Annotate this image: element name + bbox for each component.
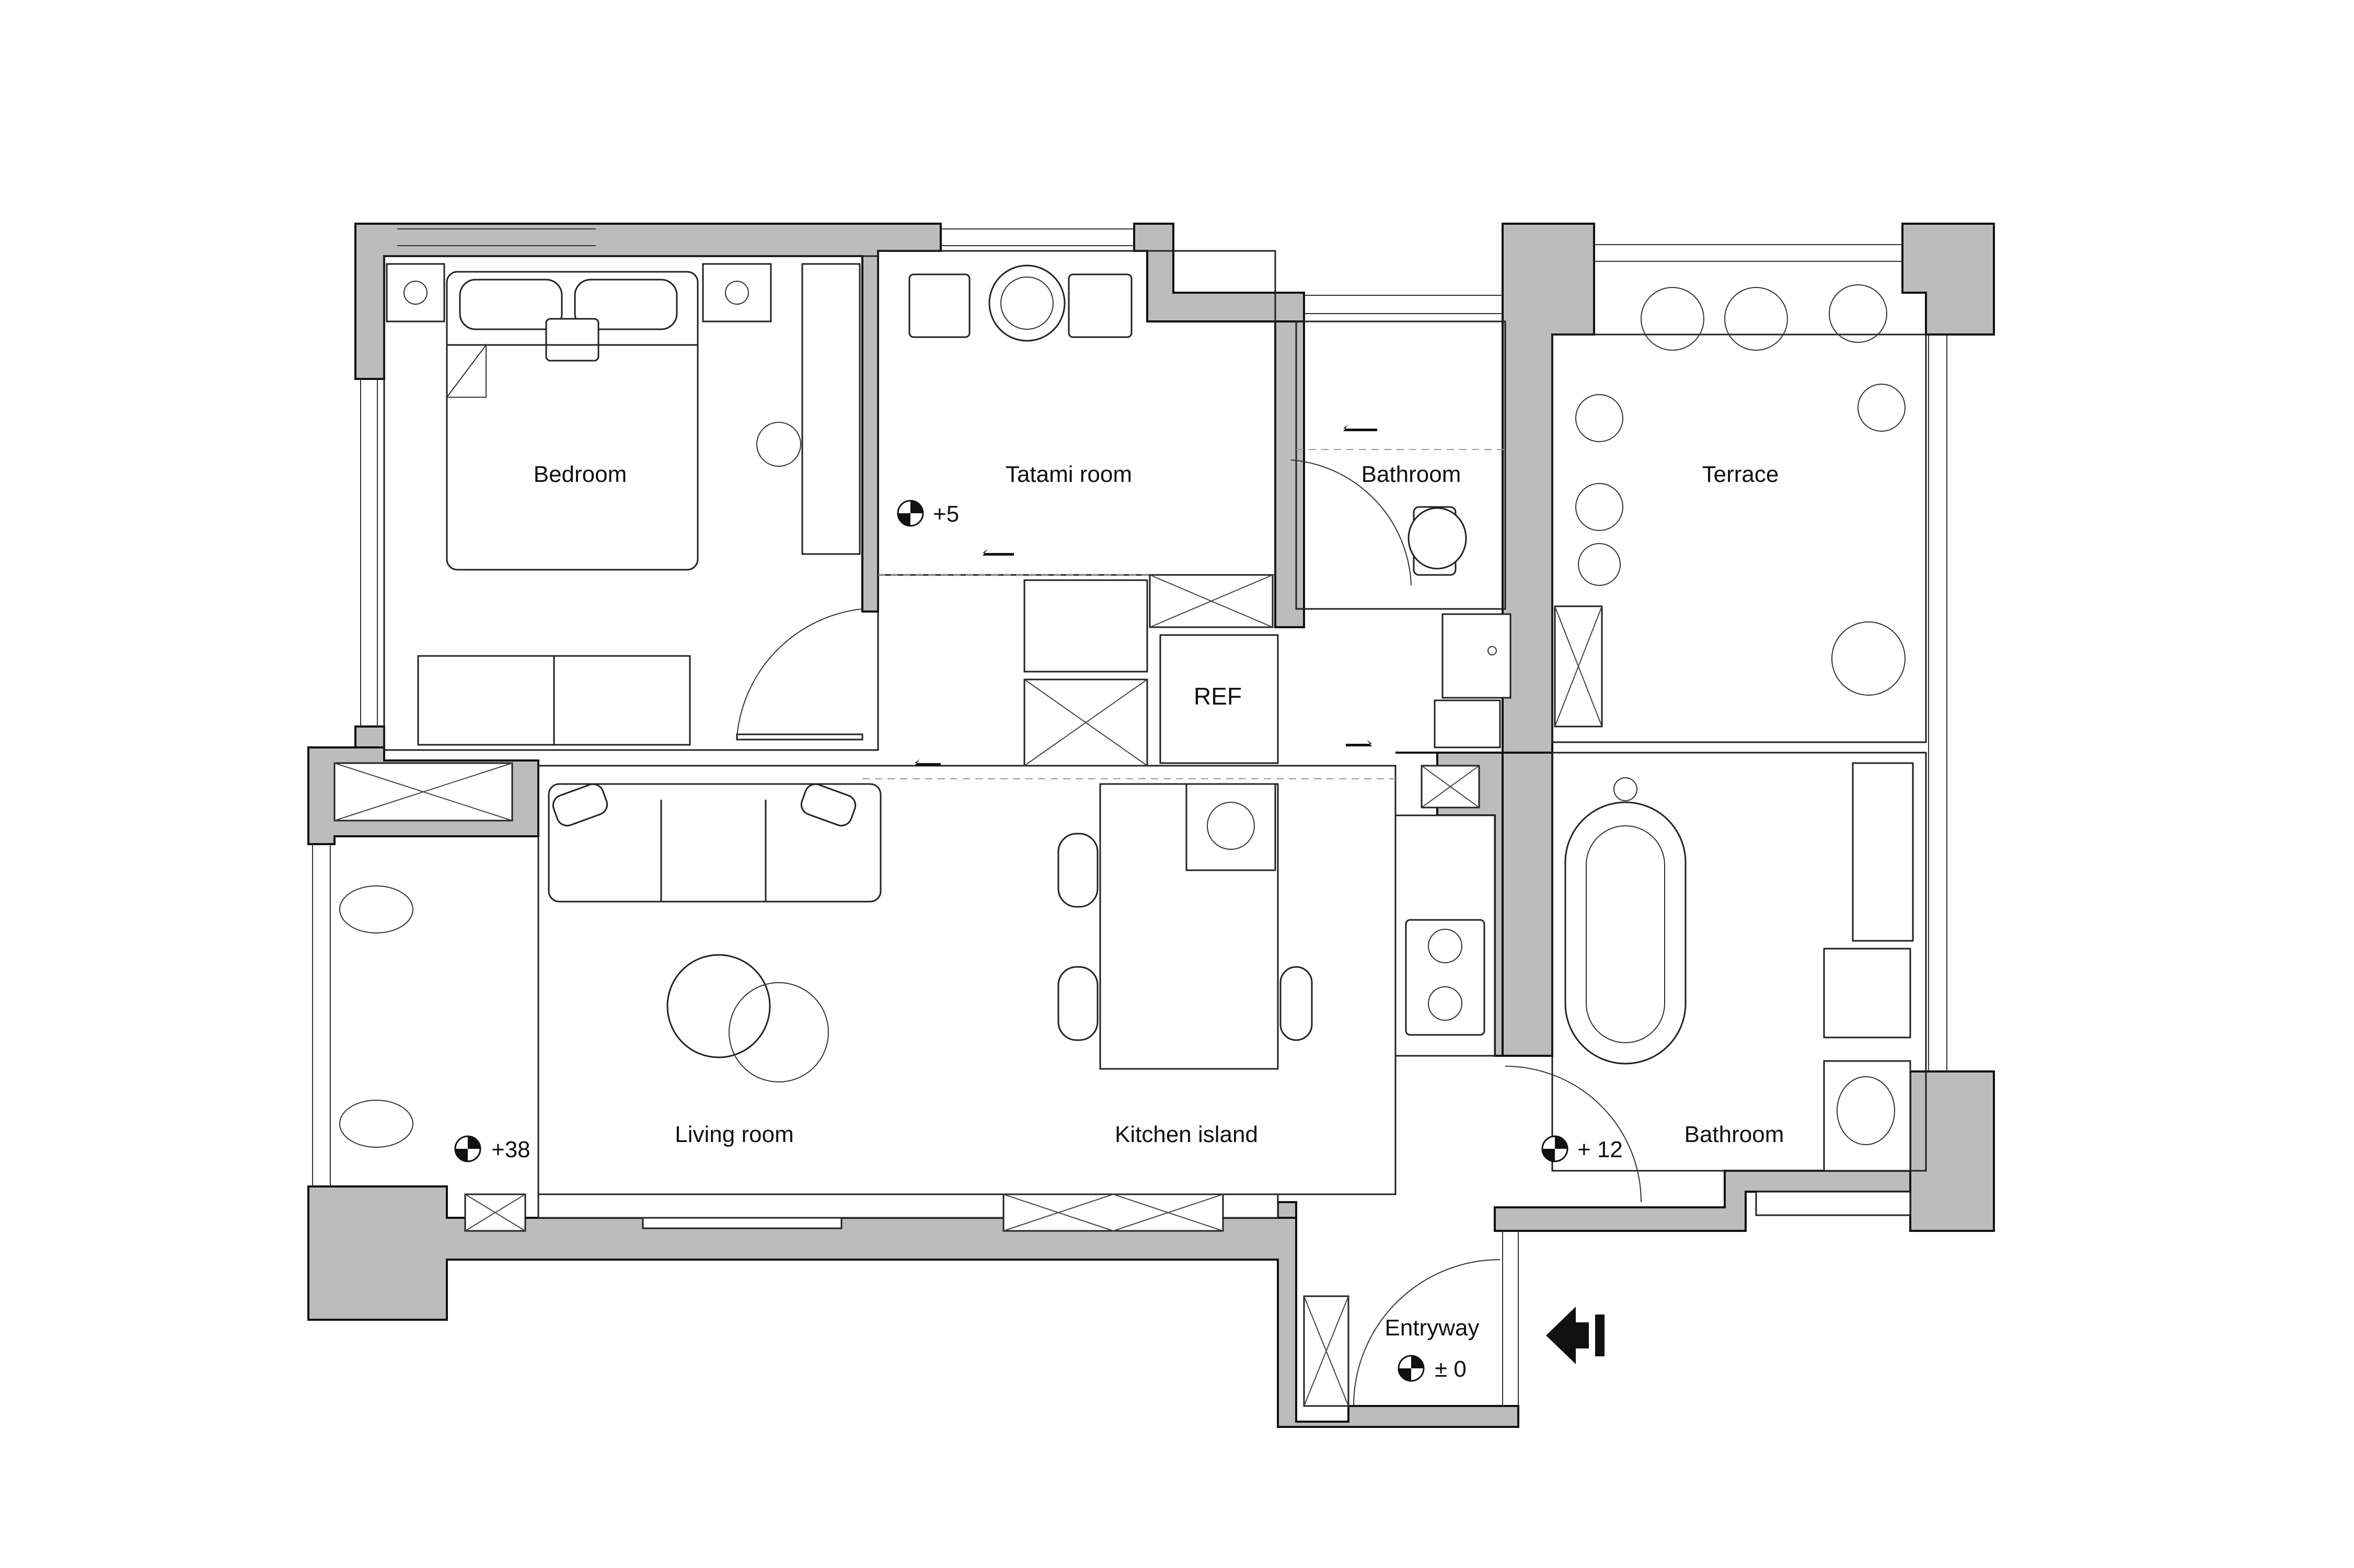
label-bedroom: Bedroom [534,462,627,487]
windows [312,228,1947,1406]
label-tatami-room: Tatami room [1006,462,1132,487]
sofa [548,783,882,903]
label-bathroom-top: Bathroom [1361,462,1461,487]
level-bathroom: + 12 [1577,1137,1623,1162]
sliding-door-arrows [915,424,1377,766]
level-marker-icon [897,500,924,527]
label-living-room: Living room [675,1122,793,1147]
label-terrace: Terrace [1702,462,1779,487]
level-living: +38 [491,1137,530,1162]
bed [446,271,699,571]
label-bathroom-bottom: Bathroom [1684,1122,1784,1147]
bathtub [1564,801,1687,1065]
level-marker-icon [1541,1135,1568,1162]
furniture [333,263,1914,1407]
level-marker-icon [454,1135,481,1162]
label-entryway: Entryway [1385,1315,1480,1341]
interior-lines [383,250,1927,1406]
refrigerator [1159,634,1279,764]
level-marker-icon [1398,1355,1425,1382]
level-markers: +5 +38 + 12 ± 0 [454,500,1623,1382]
entrance-arrow-icon [1546,1307,1605,1364]
room-labels: Bedroom Tatami room Bathroom Terrace REF… [534,462,1784,1341]
level-tatami: +5 [933,501,959,527]
label-refrigerator: REF [1194,683,1242,710]
level-entryway: ± 0 [1435,1356,1467,1382]
label-kitchen-island: Kitchen island [1115,1122,1258,1147]
